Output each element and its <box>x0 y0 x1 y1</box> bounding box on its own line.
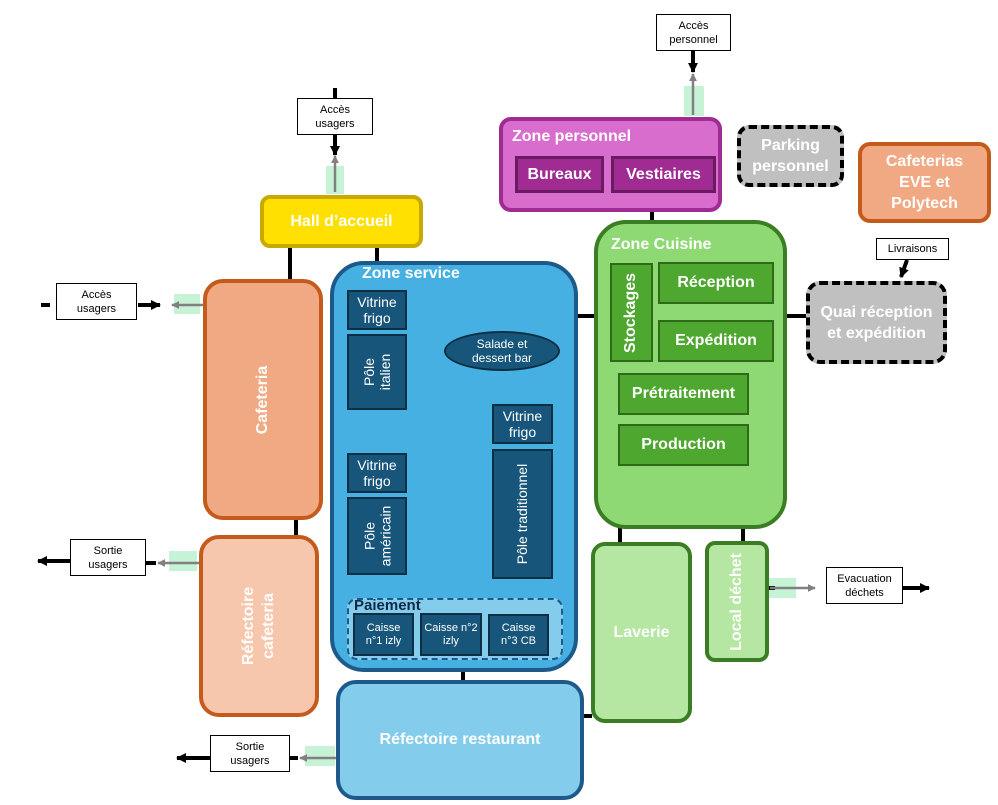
cafeterias-eve-polytech-label: Cafeterias EVE et Polytech <box>885 153 964 212</box>
zone-cuisine-title: Zone Cuisine <box>611 236 712 253</box>
zone-personnel-title: Zone personnel <box>512 128 632 145</box>
vitrine-frigo-1-label: Vitrine frigo <box>357 294 397 326</box>
vitrine-frigo-2: Vitrine frigo <box>347 453 407 493</box>
local-dechet: Local déchet <box>705 541 769 662</box>
cafeteria: Cafeteria <box>203 279 323 520</box>
parking-personnel-label: Parking personnel <box>752 137 829 175</box>
vitrine-frigo-2-label: Vitrine frigo <box>357 457 397 489</box>
sortie-usagers-1-label: Sortie usagers <box>88 544 128 571</box>
pole-traditionnel: Pôle traditionnel <box>492 449 553 579</box>
production-label: Production <box>641 436 726 453</box>
stockages-label: Stockages <box>622 272 640 353</box>
expedition-label: Expédition <box>675 332 757 349</box>
acces-usagers-top-note: Accès usagers <box>297 98 373 135</box>
sortie-usagers-1-note: Sortie usagers <box>70 539 146 576</box>
refectoire-restaurant-label: Réfectoire restaurant <box>379 731 541 748</box>
bureaux-label: Bureaux <box>527 165 592 183</box>
acces-usagers-left-note: Accès usagers <box>56 283 137 320</box>
production: Production <box>618 424 749 466</box>
pole-italien-label: Pôle italien <box>361 353 393 391</box>
parking-personnel: Parking personnel <box>737 125 844 187</box>
vestiaires: Vestiaires <box>611 156 716 193</box>
livraisons-note: Livraisons <box>876 238 949 260</box>
caisse-2-label: Caisse n°2 izly <box>424 621 478 647</box>
zone-service-title: Zone service <box>362 265 460 282</box>
pretraitement-label: Prétraitement <box>631 385 736 402</box>
expedition: Expédition <box>658 320 774 362</box>
vitrine-frigo-1: Vitrine frigo <box>347 290 407 330</box>
paiement-title: Paiement <box>354 597 421 614</box>
bureaux: Bureaux <box>515 156 604 193</box>
salade-dessert-bar: Salade et dessert bar <box>444 331 560 371</box>
cafeterias-eve-polytech: Cafeterias EVE et Polytech <box>858 142 991 223</box>
vitrine-frigo-3-label: Vitrine frigo <box>502 408 543 440</box>
laverie: Laverie <box>591 542 692 723</box>
caisse-1: Caisse n°1 izly <box>353 613 414 656</box>
stockages: Stockages <box>610 263 653 362</box>
cafeteria-label: Cafeteria <box>253 365 271 434</box>
quai-label: Quai réception et expédition <box>820 303 933 342</box>
local-dechet-label: Local déchet <box>728 552 745 651</box>
reception: Réception <box>658 262 774 304</box>
pole-americain: Pôle américain <box>347 497 407 575</box>
caisse-1-label: Caisse n°1 izly <box>365 621 402 647</box>
caisse-2: Caisse n°2 izly <box>420 613 482 656</box>
pretraitement: Prétraitement <box>618 373 749 415</box>
vitrine-frigo-3: Vitrine frigo <box>492 404 553 444</box>
acces-personnel-note: Accès personnel <box>656 14 731 51</box>
reception-label: Réception <box>677 274 755 291</box>
evacuation-dechets-note: Evacuation déchets <box>826 567 903 604</box>
sortie-usagers-2-label: Sortie usagers <box>230 740 270 767</box>
refectoire-cafeteria-label: Réfectoire cafeteria <box>240 586 277 666</box>
acces-personnel-label: Accès personnel <box>669 19 718 46</box>
refectoire-cafeteria: Réfectoire cafeteria <box>199 535 319 717</box>
salade-dessert-bar-label: Salade et dessert bar <box>471 337 533 365</box>
vestiaires-label: Vestiaires <box>626 165 701 183</box>
hall-accueil-label: Hall d’accueil <box>290 212 393 230</box>
caisse-3: Caisse n°3 CB <box>488 614 549 656</box>
evacuation-dechets-label: Evacuation déchets <box>837 572 892 599</box>
acces-usagers-left-label: Accès usagers <box>76 288 117 315</box>
quai-reception-expedition: Quai réception et expédition <box>806 281 947 364</box>
pole-traditionnel-label: Pôle traditionnel <box>514 463 531 565</box>
door-refectoire-cafeteria <box>169 551 197 571</box>
livraisons-label: Livraisons <box>887 243 938 255</box>
caisse-3-label: Caisse n°3 CB <box>501 622 536 647</box>
acces-usagers-top-label: Accès usagers <box>315 103 355 130</box>
door-refectoire-restaurant <box>305 746 335 766</box>
pole-americain-label: Pôle américain <box>361 505 393 567</box>
refectoire-restaurant: Réfectoire restaurant <box>336 680 584 800</box>
laverie-label: Laverie <box>613 623 670 641</box>
pole-italien: Pôle italien <box>347 334 407 410</box>
sortie-usagers-2-note: Sortie usagers <box>210 735 290 772</box>
hall-accueil: Hall d’accueil <box>260 195 423 248</box>
